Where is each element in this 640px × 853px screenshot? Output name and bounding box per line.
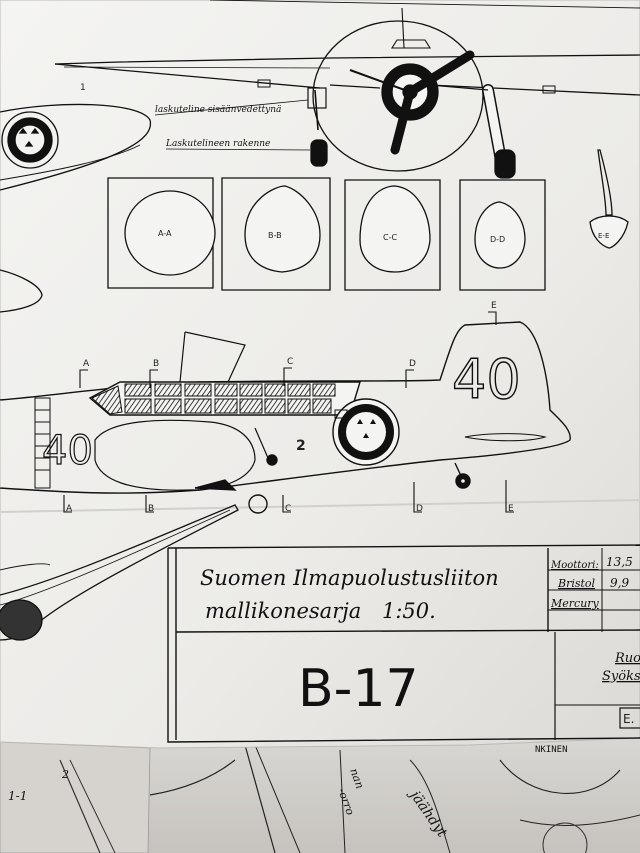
engine-label-3: Mercury — [550, 597, 600, 610]
engine-label-2: Bristol — [557, 577, 596, 590]
section-label-d: D-D — [490, 235, 505, 244]
wing-planform — [54, 0, 640, 96]
section-markers — [63, 311, 514, 513]
lower-label-2: 2 — [61, 768, 69, 781]
title-scale: 1:50. — [382, 599, 436, 623]
title-text: Suomen Ilmapuolustusliiton mallikonesarj… — [200, 555, 640, 755]
section-label-a: A-A — [158, 229, 172, 238]
fuselage-mark: 2 — [296, 438, 306, 454]
fuselage-roundel — [332, 398, 400, 466]
section-labels: A-A B-B C-C D-D E-E — [158, 229, 609, 244]
corner-partial: E. — [623, 712, 634, 726]
marker-bottom-b: B — [148, 504, 154, 514]
title-line-2: mallikonesarja — [205, 599, 361, 623]
lower-left-wing — [0, 504, 239, 641]
main-sheet — [0, 0, 640, 749]
engine-value-1: 13,5 — [606, 555, 633, 569]
tail-number: 40 — [452, 348, 521, 411]
section-label-e: E-E — [598, 232, 609, 240]
section-label-c: C-C — [383, 233, 397, 242]
lower-sheets: 1-1 2 jäähdyt nan -orro — [0, 735, 640, 853]
front-view — [307, 7, 516, 179]
model-name: B-17 — [298, 659, 419, 719]
cross-sections — [107, 149, 629, 291]
aircraft-numbers: 40 40 2 — [41, 347, 521, 474]
section-label-b: B-B — [268, 231, 282, 240]
marker-bottom-c: C — [285, 504, 291, 514]
engine-label-1: Moottori: — [550, 560, 599, 571]
marker-tail-e: E — [491, 301, 497, 311]
marker-top-b: B — [153, 359, 159, 369]
marker-bottom-d: D — [416, 504, 423, 514]
marker-bottom-a: A — [66, 504, 73, 514]
marker-top-d: D — [409, 359, 416, 369]
section-marker-letters: A B C D E A B C D E — [66, 301, 514, 514]
canopy-frames — [91, 383, 336, 415]
marker-top-c: C — [287, 357, 293, 367]
title-line-1: Suomen Ilmapuolustusliiton — [200, 566, 499, 590]
left-wing-view — [0, 103, 152, 313]
right-partial-1: Ruo — [614, 651, 640, 666]
right-partial-2: Syöks — [602, 669, 640, 684]
stamp-text: NKINEN — [535, 745, 568, 755]
nose-number: 40 — [42, 428, 93, 474]
gear-retracted-label: laskuteline sisäänvedettynä — [155, 105, 281, 115]
lower-label-1: 1-1 — [8, 789, 27, 803]
gear-structure-label: Laskutelineen rakenne — [165, 139, 270, 149]
leader-number-1: 1 — [80, 83, 86, 93]
marker-top-a: A — [83, 359, 90, 369]
gear-labels: laskuteline sisäänvedettynä Laskutelinee… — [80, 83, 311, 151]
title-block — [167, 544, 640, 743]
marker-bottom-e: E — [508, 504, 514, 514]
engine-value-2: 9,9 — [610, 576, 629, 590]
